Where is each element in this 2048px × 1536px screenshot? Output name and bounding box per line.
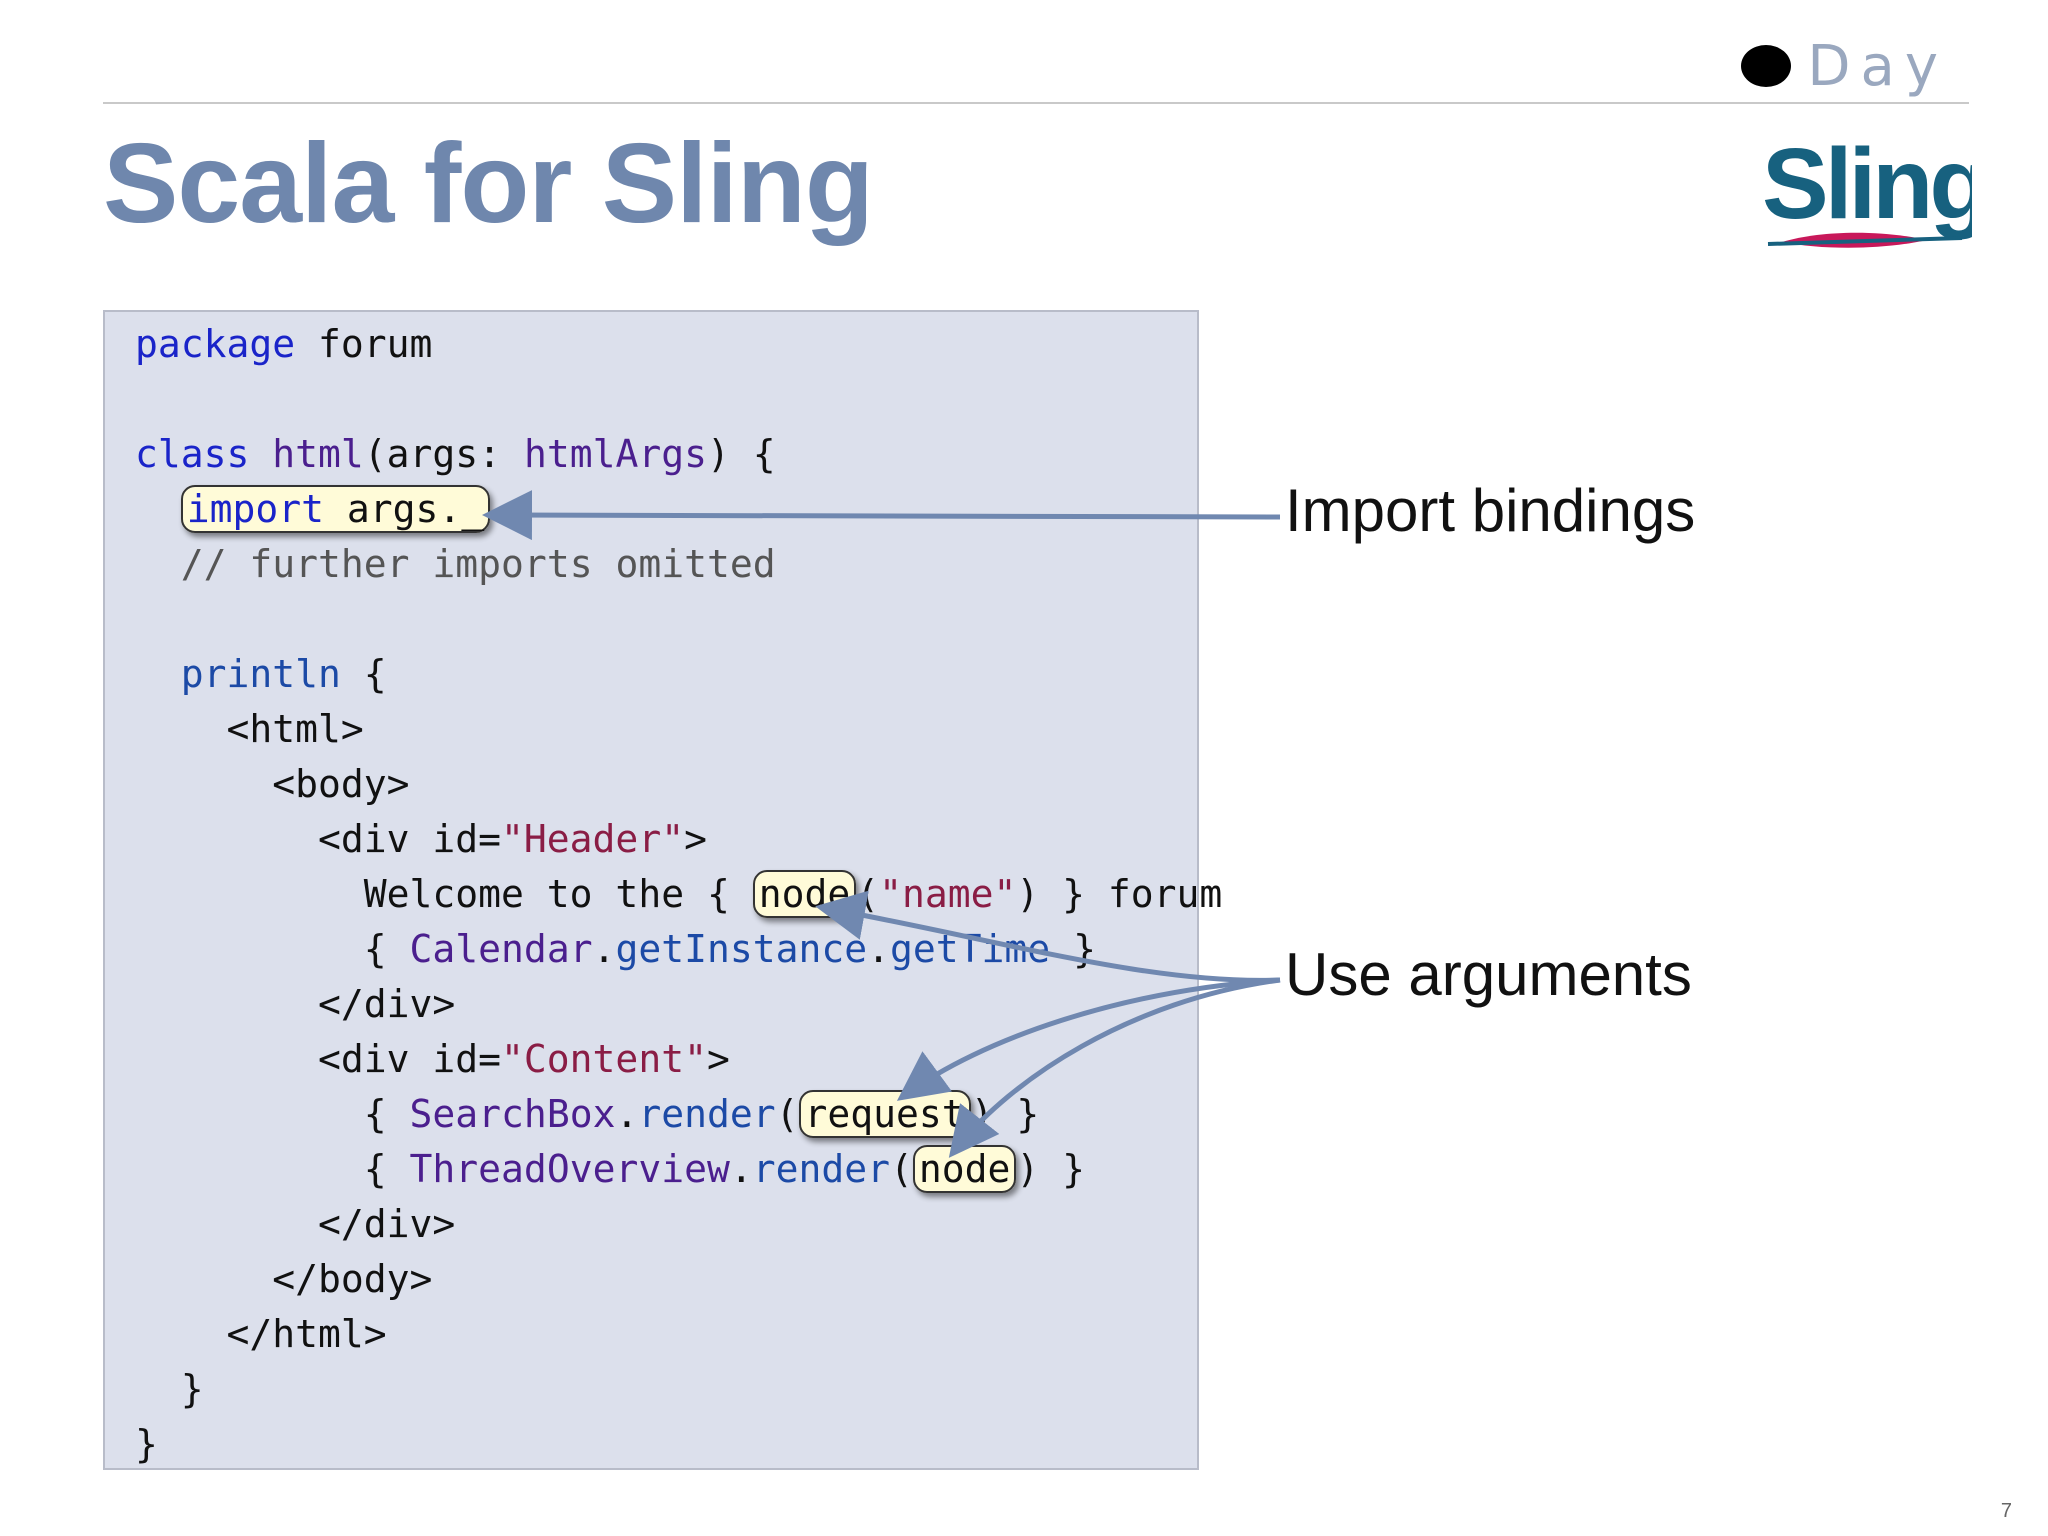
code-token: ) { [706,432,776,476]
code-line: println { [135,652,387,696]
code-line: <body> [135,762,410,806]
code-token: Welcome to the { [135,872,753,916]
highlighted-token: node [912,1145,1017,1193]
callout-use-arguments: Use arguments [1285,941,1692,1008]
code-token: <body> [135,762,410,806]
code-token: . [615,1092,639,1136]
code-token: render [752,1147,891,1191]
code-token: // further imports omitted [180,542,776,586]
code-token: </body> [135,1257,433,1301]
code-token: (args: [363,432,524,476]
code-line: class html(args: htmlArgs) { [135,432,776,476]
code-token: { [135,1092,410,1136]
code-token: html [272,432,364,476]
day-logo-text: Day [1807,33,1948,99]
code-token: getTime [890,927,1051,971]
code-token: { [340,652,387,696]
code-line: <div id="Content"> [135,1037,730,1081]
code-token: } [135,1367,204,1411]
code-line: </html> [135,1312,387,1356]
code-token: { [135,1147,410,1191]
code-token: . [592,927,616,971]
code-token: package [135,322,296,366]
code-token: > [706,1037,730,1081]
code-token: <div id= [135,817,502,861]
code-token: ) } forum [1016,872,1223,916]
code-token: </html> [135,1312,387,1356]
code-token: Calendar [409,927,593,971]
code-line: <html> [135,707,364,751]
code-token: println [180,652,341,696]
highlighted-token: request [798,1090,971,1138]
code-token: } [135,1422,158,1466]
code-token: ( [856,872,880,916]
code-token: ) } [970,1092,1040,1136]
code-line: { SearchBox.render(request) } [135,1090,1040,1138]
keyword-token: import [186,487,325,531]
code-token: getInstance [615,927,868,971]
code-line: { Calendar.getInstance.getTime } [135,927,1096,971]
code-line: } [135,1422,158,1466]
code-token: class [135,432,250,476]
code-token: > [684,817,707,861]
page-title: Scala for Sling [103,120,874,246]
code-line: import args._ [135,485,491,533]
code-token: { [135,927,410,971]
code-token: SearchBox [409,1092,616,1136]
code-token: } [1050,927,1096,971]
code-token: ( [775,1092,799,1136]
code-token: "Content" [501,1037,707,1081]
day-logo: Day [1741,33,1948,99]
code-token: </div> [135,1202,456,1246]
code-line: Welcome to the { node("name") } forum [135,870,1223,918]
code-token: <html> [135,707,364,751]
code-line: </div> [135,982,455,1026]
callout-import-bindings: Import bindings [1285,477,1696,544]
highlighted-token: import args._ [180,485,491,533]
code-token [135,652,181,696]
code-token: "Header" [501,817,685,861]
sling-logo-text: Sling [1762,132,1972,240]
code-token: </div> [135,982,456,1026]
header-divider [103,102,1969,104]
sling-logo: Sling [1762,132,1972,248]
code-token: <div id= [135,1037,502,1081]
code-token [249,432,272,476]
code-token: ) } [1016,1147,1086,1191]
code-line: } [135,1367,204,1411]
code-line: </body> [135,1257,432,1301]
code-token: . [867,927,891,971]
code-token: ( [890,1147,913,1191]
code-line: <div id="Header"> [135,817,707,861]
code-token: htmlArgs [523,432,707,476]
code-token [135,487,181,531]
page-number: 7 [2000,1500,2012,1522]
code-line: // further imports omitted [135,542,776,586]
code-line: { ThreadOverview.render(node) } [135,1145,1086,1193]
code-token [135,542,181,586]
day-logo-dot [1741,45,1792,87]
code-token: forum [295,322,433,366]
code-line: package forum [135,322,432,366]
code-token: render [638,1092,776,1136]
code-token: ThreadOverview [409,1147,730,1191]
highlighted-token: node [752,870,857,918]
code-line: </div> [135,1202,455,1246]
code-token: . [729,1147,753,1191]
code-token: "name" [879,872,1017,916]
